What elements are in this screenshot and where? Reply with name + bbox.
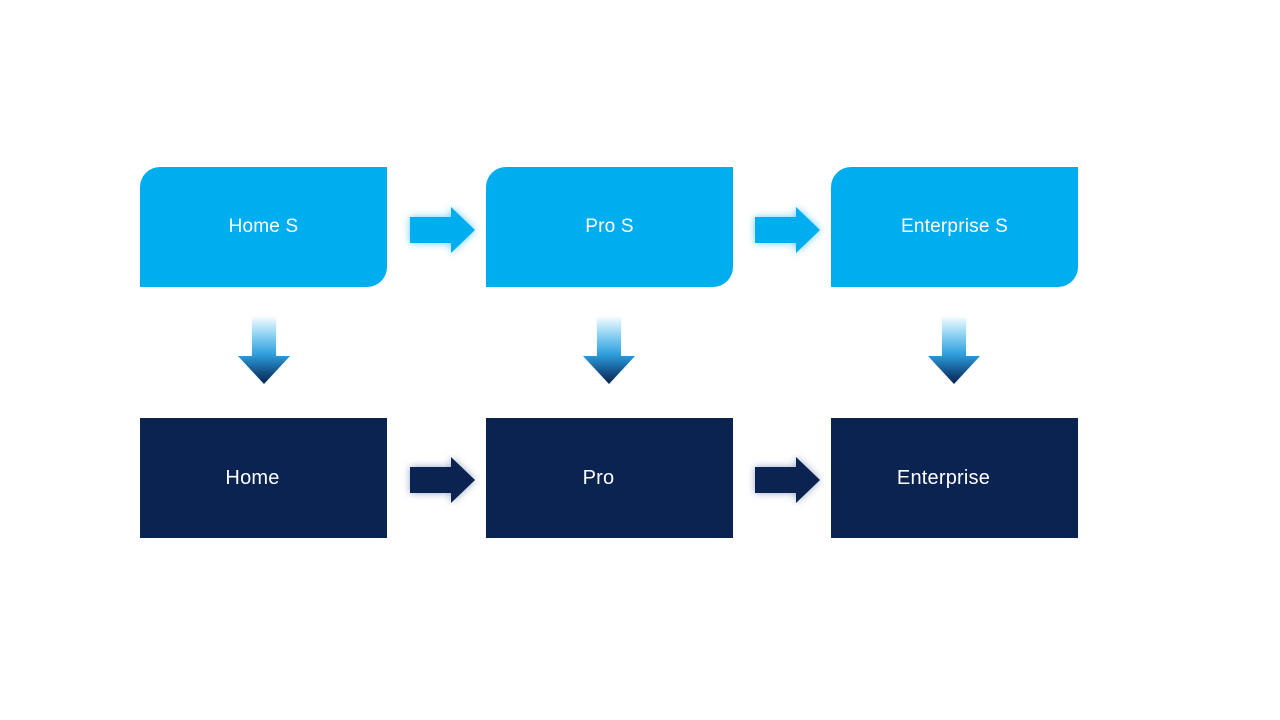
node-pro: Pro xyxy=(486,418,733,538)
down-arrow-icon xyxy=(583,318,635,384)
right-arrow-icon xyxy=(410,457,475,503)
node-label: Enterprise xyxy=(896,466,991,489)
node-pro-s: Pro S xyxy=(486,167,733,287)
down-arrow-icon xyxy=(238,318,290,384)
down-arrow-icon xyxy=(928,318,980,384)
node-enterprise-s: Enterprise S xyxy=(831,167,1078,287)
node-label: Pro xyxy=(582,466,615,489)
node-home-s: Home S xyxy=(140,167,387,287)
node-enterprise: Enterprise xyxy=(831,418,1078,538)
node-label: Home xyxy=(225,466,280,489)
right-arrow-icon xyxy=(755,207,820,253)
right-arrow-icon xyxy=(410,207,475,253)
node-home: Home xyxy=(140,418,387,538)
node-label: Pro S xyxy=(585,216,634,237)
node-label: Home S xyxy=(228,216,299,237)
node-label: Enterprise S xyxy=(901,216,1008,237)
right-arrow-icon xyxy=(755,457,820,503)
